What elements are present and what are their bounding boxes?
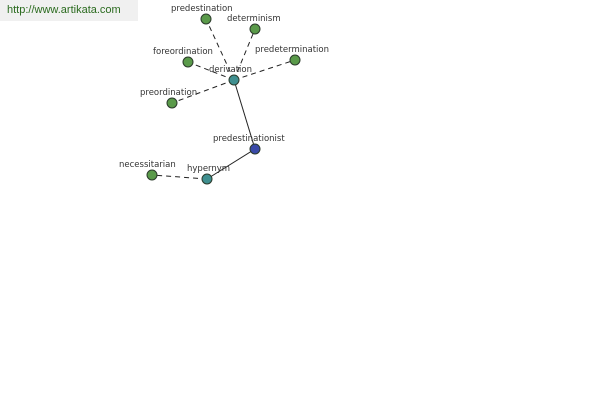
node-dot-predestination[interactable] [200, 13, 212, 25]
node-hypernym[interactable]: hypernym [187, 164, 230, 185]
node-preordination[interactable]: preordination [140, 88, 197, 109]
node-foreordination[interactable]: foreordination [153, 47, 213, 68]
node-dot-necessitarian[interactable] [146, 169, 158, 181]
node-label-foreordination[interactable]: foreordination [153, 47, 213, 57]
node-label-predetermination[interactable]: predetermination [255, 45, 329, 55]
node-label-determinism[interactable]: determinism [227, 14, 281, 24]
node-dot-hypernym[interactable] [201, 173, 213, 185]
node-dot-predestinationist[interactable] [249, 143, 261, 155]
node-dot-derivation[interactable] [228, 74, 240, 86]
node-dot-foreordination[interactable] [182, 56, 194, 68]
node-label-hypernym[interactable]: hypernym [187, 164, 230, 174]
edge-hypernym-necessitarian [151, 174, 208, 180]
edge-derivation-preordination [171, 79, 235, 104]
edge-derivation-predestination [205, 18, 235, 81]
node-label-predestination[interactable]: predestination [171, 4, 233, 14]
node-necessitarian[interactable]: necessitarian [119, 160, 176, 181]
site-url-text[interactable]: http://www.artikata.com [7, 4, 121, 16]
node-dot-preordination[interactable] [166, 97, 178, 109]
node-label-derivation[interactable]: derivation [209, 65, 252, 75]
node-dot-determinism[interactable] [249, 23, 261, 35]
edge-derivation-predestinationist [233, 79, 256, 150]
node-determinism[interactable]: determinism [227, 14, 281, 35]
edge-derivation-determinism [233, 28, 256, 81]
edge-hypernym-predestinationist [206, 148, 256, 180]
node-derivation[interactable]: derivation [209, 65, 252, 86]
graph-edges [151, 18, 296, 180]
node-label-predestinationist[interactable]: predestinationist [213, 134, 285, 144]
node-label-preordination[interactable]: preordination [140, 88, 197, 98]
node-predetermination[interactable]: predetermination [255, 45, 329, 66]
edge-derivation-predetermination [233, 59, 296, 81]
site-url-banner[interactable]: http://www.artikata.com [0, 0, 138, 21]
node-predestinationist[interactable]: predestinationist [213, 134, 285, 155]
node-label-necessitarian[interactable]: necessitarian [119, 160, 176, 170]
node-dot-predetermination[interactable] [289, 54, 301, 66]
node-predestination[interactable]: predestination [171, 4, 233, 25]
